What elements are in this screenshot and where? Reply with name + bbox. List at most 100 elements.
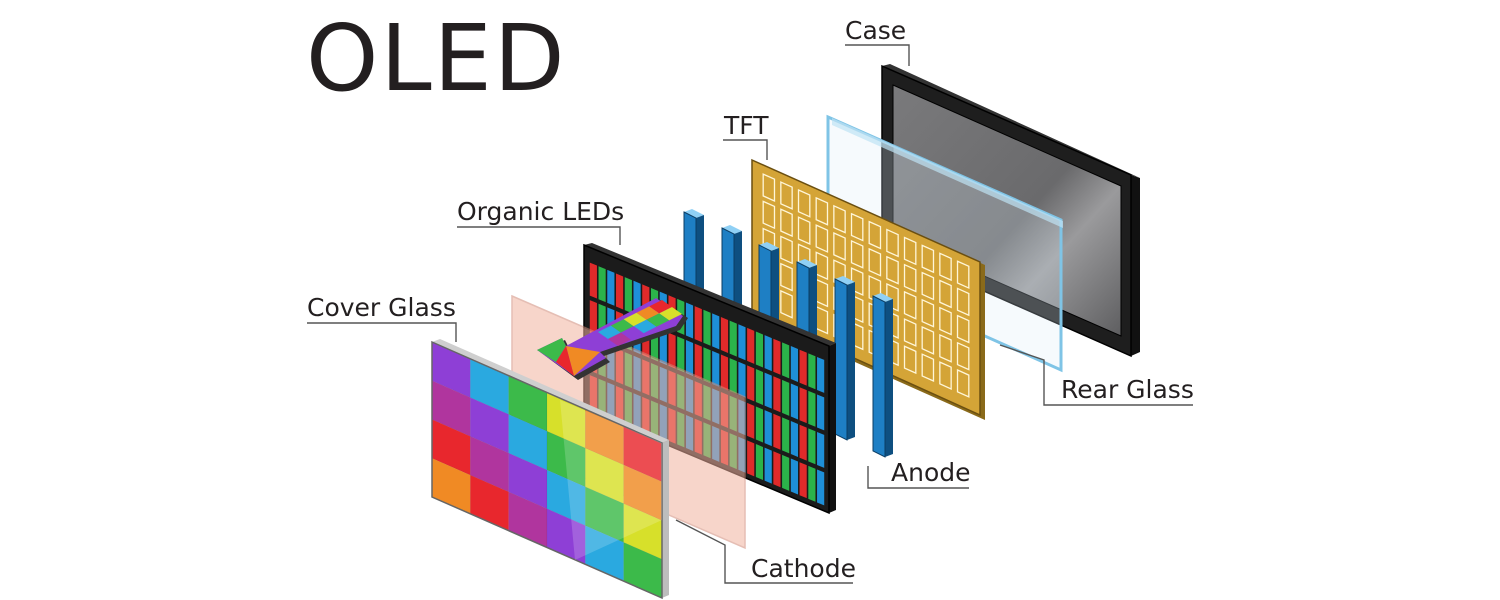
led-subpixel — [738, 324, 746, 361]
arrow-tile — [649, 300, 672, 314]
led-subpixel — [790, 421, 798, 458]
label-cathode: Cathode — [751, 554, 856, 583]
tft-cell — [868, 247, 882, 277]
arrow-tile — [620, 326, 644, 340]
tft-cell — [815, 224, 829, 253]
label-cover-glass: Cover Glass — [307, 293, 456, 322]
arrow-tile — [636, 306, 660, 320]
label-rear-glass: Rear Glass — [1061, 375, 1194, 404]
led-subpixel — [685, 302, 694, 339]
tft-cell — [939, 252, 952, 282]
anode-strip-side — [847, 282, 855, 440]
led-subpixel — [668, 332, 676, 369]
led-subpixel — [782, 379, 790, 416]
led-subpixel — [764, 410, 772, 447]
led-subpixel — [703, 309, 711, 346]
led-subpixel — [799, 387, 807, 424]
led-subpixel — [729, 358, 737, 395]
led-subpixel — [747, 402, 755, 439]
tft-cell — [956, 287, 970, 317]
led-subpixel — [799, 349, 807, 386]
arrow-tile — [646, 313, 670, 327]
led-subpixel — [685, 340, 694, 376]
tft-cell — [903, 318, 917, 347]
led-subpixel — [817, 431, 825, 468]
tft-cell — [903, 290, 917, 320]
tft-cell — [780, 262, 793, 292]
leader-lines — [307, 44, 1193, 584]
led-subpixel — [589, 300, 597, 337]
led-subpixel — [764, 372, 772, 409]
led-subpixel — [694, 306, 702, 343]
tft-cell — [921, 325, 935, 355]
led-subpixel — [764, 335, 772, 372]
led-subpixel — [712, 350, 720, 387]
tft-cell — [903, 236, 917, 266]
anode-strip-top — [759, 242, 779, 251]
tft-cell — [956, 341, 970, 371]
cover-glass-layer — [431, 339, 669, 600]
led-subpixel — [764, 447, 772, 484]
label-anode: Anode — [891, 458, 971, 487]
led-subpixel — [738, 361, 746, 398]
label-organic-leds: Organic LEDs — [457, 197, 624, 226]
led-subpixel — [747, 365, 755, 402]
led-subpixel — [790, 383, 798, 420]
tft-cell — [815, 196, 829, 226]
led-subpixel — [607, 269, 615, 306]
led-subpixel — [703, 347, 711, 384]
tft-cell — [921, 271, 935, 301]
arrow-tile — [556, 346, 574, 376]
led-subpixel — [677, 336, 685, 373]
led-subpixel — [773, 413, 781, 450]
tft-cell — [762, 200, 776, 230]
tft-cell — [833, 232, 846, 261]
led-subpixel — [817, 394, 825, 431]
anode-strip-top — [873, 293, 893, 302]
led-subpixel — [782, 417, 790, 454]
led-subpixel — [808, 465, 816, 502]
led-subpixel — [589, 262, 597, 299]
arrow-tile — [566, 346, 600, 376]
led-subpixel — [747, 327, 755, 364]
led-subpixel — [799, 462, 807, 499]
case-layer — [881, 64, 1140, 358]
led-subpixel — [720, 317, 729, 353]
anode-strip-top — [684, 209, 704, 218]
tft-cell — [886, 228, 899, 258]
tft-cell — [780, 181, 793, 210]
led-subpixel — [598, 266, 606, 303]
tft-cell — [921, 298, 935, 328]
tft-cell — [797, 188, 811, 218]
led-subpixel — [808, 390, 816, 427]
arrow-tile — [537, 338, 566, 362]
tft-cell — [921, 353, 935, 383]
led-subpixel — [782, 342, 790, 379]
tft-cell — [797, 216, 811, 246]
led-subpixel — [799, 424, 807, 461]
led-subpixel — [773, 451, 781, 488]
label-case: Case — [845, 16, 906, 45]
anode-strip-top — [797, 259, 817, 268]
led-subpixel — [747, 440, 755, 477]
led-subpixel — [817, 356, 825, 393]
led-subpixel — [808, 353, 816, 390]
arrow-tile — [598, 325, 621, 339]
led-subpixel — [624, 277, 632, 314]
tft-cell — [903, 263, 917, 293]
tft-cell — [780, 235, 793, 265]
tft-cell — [921, 244, 935, 274]
led-subpixel — [694, 343, 702, 380]
arrow-tile — [633, 319, 657, 334]
tft-cell — [939, 306, 952, 336]
led-subpixel — [755, 406, 764, 443]
led-subpixel — [808, 428, 816, 465]
led-subpixel — [755, 331, 764, 368]
tft-cell — [850, 212, 864, 242]
arrow-tile — [608, 332, 631, 346]
led-subpixel — [790, 346, 798, 383]
tft-cell — [850, 239, 864, 269]
tft-cell — [833, 204, 846, 234]
led-subpixel — [755, 369, 764, 406]
